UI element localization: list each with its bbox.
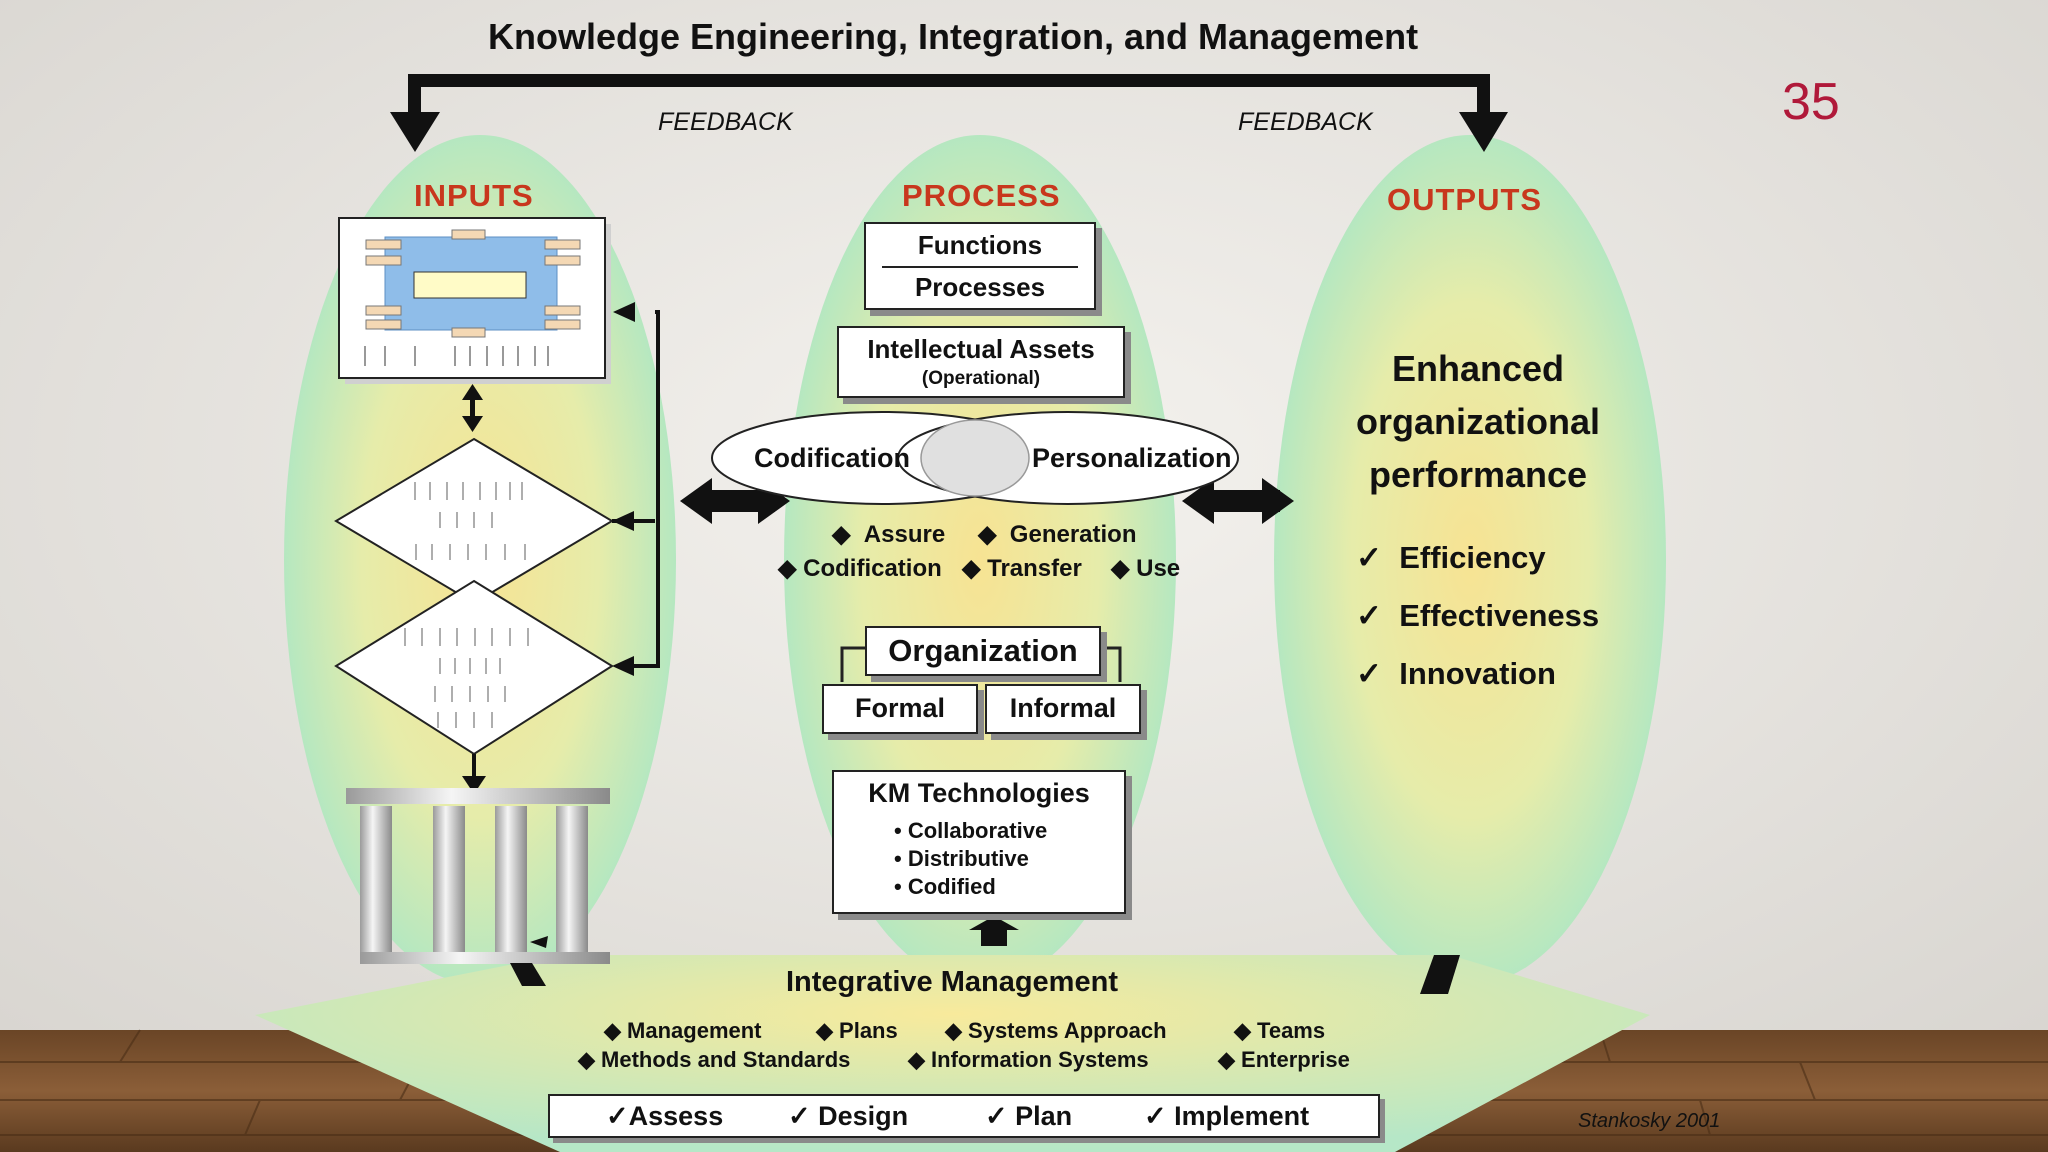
step-plan: ✓ Plan	[985, 1101, 1073, 1131]
outputs-header: OUTPUTS	[1387, 182, 1543, 217]
organization-tree-lines	[840, 646, 1122, 682]
informal-label: Informal	[1009, 693, 1117, 723]
pillars-icon	[346, 788, 610, 964]
km-item-codified: • Codified	[894, 874, 996, 899]
km-title: KM Technologies	[868, 778, 1090, 808]
action-use: ◆ Use	[1111, 555, 1181, 582]
check-effectiveness: ✓ Effectiveness	[1356, 598, 1600, 633]
im-information-systems: ◆ Information Systems	[908, 1047, 1149, 1072]
organization-label: Organization	[888, 633, 1078, 668]
codification-personalization-venn	[711, 411, 1239, 505]
formal-box: Formal	[822, 684, 978, 734]
inputs-down-arrow	[462, 754, 486, 794]
credit-label: Stankosky 2001	[1578, 1110, 1721, 1132]
process-header: PROCESS	[902, 178, 1061, 213]
formal-label: Formal	[854, 693, 946, 723]
intellectual-assets-box: Intellectual Assets (Operational)	[837, 326, 1125, 398]
im-management: ◆ Management	[604, 1018, 762, 1043]
outputs-ellipse	[1274, 135, 1666, 985]
assets-title: Intellectual Assets	[867, 334, 1095, 364]
informal-box: Informal	[985, 684, 1141, 734]
steps-box: ✓Assess ✓ Design ✓ Plan ✓ Implement	[548, 1094, 1380, 1138]
im-enterprise: ◆ Enterprise	[1218, 1047, 1350, 1072]
checkmark-icon: ✓	[1356, 540, 1382, 575]
process-up-arrow	[969, 916, 1019, 946]
check-innovation: ✓ Innovation	[1356, 656, 1556, 691]
inputs-loop-arrow	[612, 302, 660, 676]
functions-processes-box: Functions Processes	[864, 222, 1096, 310]
functions-label: Functions	[917, 230, 1043, 260]
im-methods-standards: ◆ Methods and Standards	[578, 1047, 851, 1072]
im-systems-approach: ◆ Systems Approach	[945, 1018, 1167, 1043]
feedback-arrow	[390, 74, 1508, 152]
feedback-label-left: FEEDBACK	[658, 108, 793, 136]
km-technologies-box: KM Technologies • Collaborative • Distri…	[832, 770, 1126, 914]
outputs-performance-text: Enhanced organizational performance	[1300, 342, 1656, 501]
feedback-label-right: FEEDBACK	[1238, 108, 1373, 136]
integrative-title: Integrative Management	[786, 966, 1118, 998]
checkmark-icon: ✓	[1356, 598, 1382, 633]
processes-label: Processes	[914, 272, 1046, 302]
inputs-header: INPUTS	[414, 178, 534, 213]
outputs-line-2: organizational	[1355, 401, 1601, 442]
organization-box: Organization	[865, 626, 1101, 676]
step-design: ✓ Design	[788, 1101, 909, 1131]
action-transfer: ◆ Transfer	[962, 555, 1082, 582]
im-plans: ◆ Plans	[816, 1018, 898, 1043]
step-assess: ✓Assess	[606, 1101, 724, 1131]
outputs-connector	[1420, 955, 1460, 994]
codification-label: Codification	[754, 443, 910, 473]
action-codification: ◆ Codification	[778, 555, 942, 582]
check-efficiency: ✓ Efficiency	[1356, 540, 1546, 575]
action-assure: ◆ Assure	[832, 521, 946, 548]
personalization-label: Personalization	[1032, 443, 1232, 473]
action-generation: ◆ Generation	[978, 521, 1137, 548]
km-item-distributive: • Distributive	[894, 846, 1029, 871]
step-implement: ✓ Implement	[1144, 1101, 1310, 1131]
checkmark-icon: ✓	[1356, 656, 1382, 691]
inputs-connector	[510, 963, 546, 986]
inputs-updown-arrow	[462, 384, 483, 432]
process-outputs-double-arrow	[1182, 478, 1294, 524]
km-item-collaborative: • Collaborative	[894, 818, 1048, 843]
slide-number: 35	[1782, 73, 1840, 131]
outputs-line-1: Enhanced	[1391, 348, 1565, 389]
functions-divider	[882, 266, 1078, 268]
im-teams: ◆ Teams	[1234, 1018, 1326, 1043]
enterprise-thumbnail	[338, 217, 611, 384]
outputs-line-3: performance	[1368, 454, 1588, 495]
assets-subtitle: (Operational)	[921, 368, 1041, 389]
slide-title: Knowledge Engineering, Integration, and …	[488, 16, 1419, 57]
